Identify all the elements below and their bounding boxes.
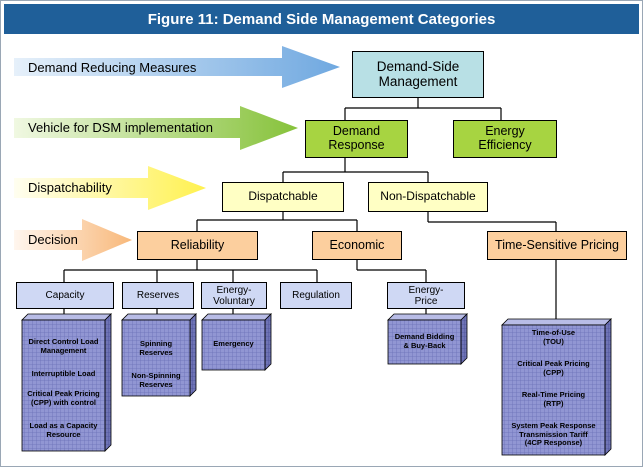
cube-energy-price-item-1: Demand Bidding & Buy-Back — [388, 332, 461, 350]
connector-lines — [63, 97, 557, 325]
node-regulation: Regulation — [280, 282, 352, 309]
cube-capacity-item-3: Critical Peak Pricing (CPP) with control — [22, 389, 105, 407]
label-demand-reducing: Demand Reducing Measures — [28, 60, 197, 75]
node-reserves: Reserves — [122, 282, 194, 309]
cube-capacity — [21, 313, 112, 452]
cube-reserves-text-3: Non-Spinning — [131, 371, 181, 380]
arrow-dispatchability — [14, 166, 206, 210]
dsm-line1: Demand-Side — [376, 58, 460, 74]
cube-time-sensitive-text-3: Critical Peak Pricing — [517, 359, 590, 368]
cube-time-sensitive-text-1: Time-of-Use — [531, 328, 576, 337]
energy-efficiency-line2: Efficiency — [478, 138, 532, 152]
label-dispatchability: Dispatchability — [28, 180, 112, 195]
cube-reserves-item-2: Non-Spinning Reserves — [122, 371, 190, 389]
node-demand-side-management: Demand-Side Management — [352, 51, 484, 98]
node-energy-voluntary: Energy- Voluntary — [201, 282, 267, 309]
cube-time-sensitive-item-4: System Peak Response Transmission Tariff… — [502, 421, 605, 448]
cube-time-sensitive-text-5: Real-Time Pricing — [521, 390, 586, 399]
node-energy-efficiency: Energy Efficiency — [453, 120, 557, 158]
label-decision: Decision — [28, 232, 78, 247]
cube-energy-voluntary-text-1: Emergency — [213, 339, 254, 348]
arrow-vehicle — [14, 106, 298, 150]
cube-energy-price — [387, 313, 468, 365]
cube-reserves-item-1: Spinning Reserves — [122, 339, 190, 357]
node-demand-response: Demand Response — [305, 120, 408, 158]
cube-capacity-item-4: Load as a Capacity Resource — [22, 421, 105, 439]
cube-time-sensitive-text-7: System Peak Response — [511, 421, 596, 430]
node-time-sensitive-pricing: Time-Sensitive Pricing — [487, 231, 627, 260]
dsm-line2: Management — [378, 73, 458, 89]
cube-capacity-text-2: Management — [40, 345, 87, 355]
energy-voluntary-line2: Voluntary — [213, 295, 255, 307]
cube-time-sensitive-text-2: (TOU) — [543, 336, 564, 346]
arrow-demand-reducing — [14, 46, 340, 88]
cube-capacity-text-3: Interruptible Load — [31, 369, 96, 378]
cube-energy-voluntary — [201, 313, 272, 371]
energy-voluntary-line1: Energy- — [216, 284, 252, 296]
node-dispatchable: Dispatchable — [222, 182, 344, 212]
arrow-decision — [14, 219, 132, 261]
cube-energy-price-text-1: Demand Bidding — [394, 332, 455, 341]
cube-time-sensitive-text-4: (CPP) — [543, 367, 564, 377]
cube-reserves-text-1: Spinning — [139, 339, 173, 348]
cube-capacity-item-2: Interruptible Load — [22, 369, 105, 379]
cube-capacity-item-1: Direct Control Load Management — [22, 337, 105, 355]
node-economic: Economic — [312, 231, 402, 260]
cube-time-sensitive-item-2: Critical Peak Pricing (CPP) — [502, 359, 605, 377]
cube-time-sensitive-item-3: Real-Time Pricing (RTP) — [502, 390, 605, 408]
cube-reserves — [121, 313, 197, 397]
cube-capacity-text-6: Load as a Capacity — [29, 421, 98, 430]
node-reliability: Reliability — [137, 231, 258, 260]
energy-efficiency-line1: Energy — [485, 124, 525, 139]
cube-capacity-text-4: Critical Peak Pricing — [27, 389, 100, 398]
node-non-dispatchable: Non-Dispatchable — [368, 182, 488, 212]
figure-title: Figure 11: Demand Side Management Catego… — [4, 4, 639, 34]
cube-time-sensitive-text-6: (RTP) — [543, 398, 564, 408]
label-vehicle: Vehicle for DSM implementation — [28, 120, 213, 135]
cube-reserves-text-2: Reserves — [139, 347, 173, 357]
cube-capacity-text-1: Direct Control Load — [28, 337, 99, 346]
node-capacity: Capacity — [16, 282, 114, 309]
cube-time-sensitive-text-9: (4CP Response) — [524, 438, 583, 448]
demand-response-line1: Demand — [332, 124, 381, 139]
node-energy-price: Energy- Price — [387, 282, 465, 309]
demand-response-line2: Response — [328, 138, 385, 152]
cube-energy-price-text-2: & Buy-Back — [403, 340, 446, 350]
cube-time-sensitive-text-8: Transmission Tariff — [519, 429, 588, 439]
cube-energy-voluntary-item-1: Emergency — [202, 339, 265, 349]
energy-price-line1: Energy- — [408, 284, 444, 296]
cube-capacity-text-7: Resource — [46, 429, 81, 439]
cube-time-sensitive-item-1: Time-of-Use (TOU) — [502, 328, 605, 346]
cube-capacity-text-5: (CPP) with control — [31, 397, 96, 407]
energy-price-line2: Price — [414, 295, 438, 307]
cube-reserves-text-4: Reserves — [139, 379, 173, 389]
cube-time-sensitive — [501, 318, 612, 456]
